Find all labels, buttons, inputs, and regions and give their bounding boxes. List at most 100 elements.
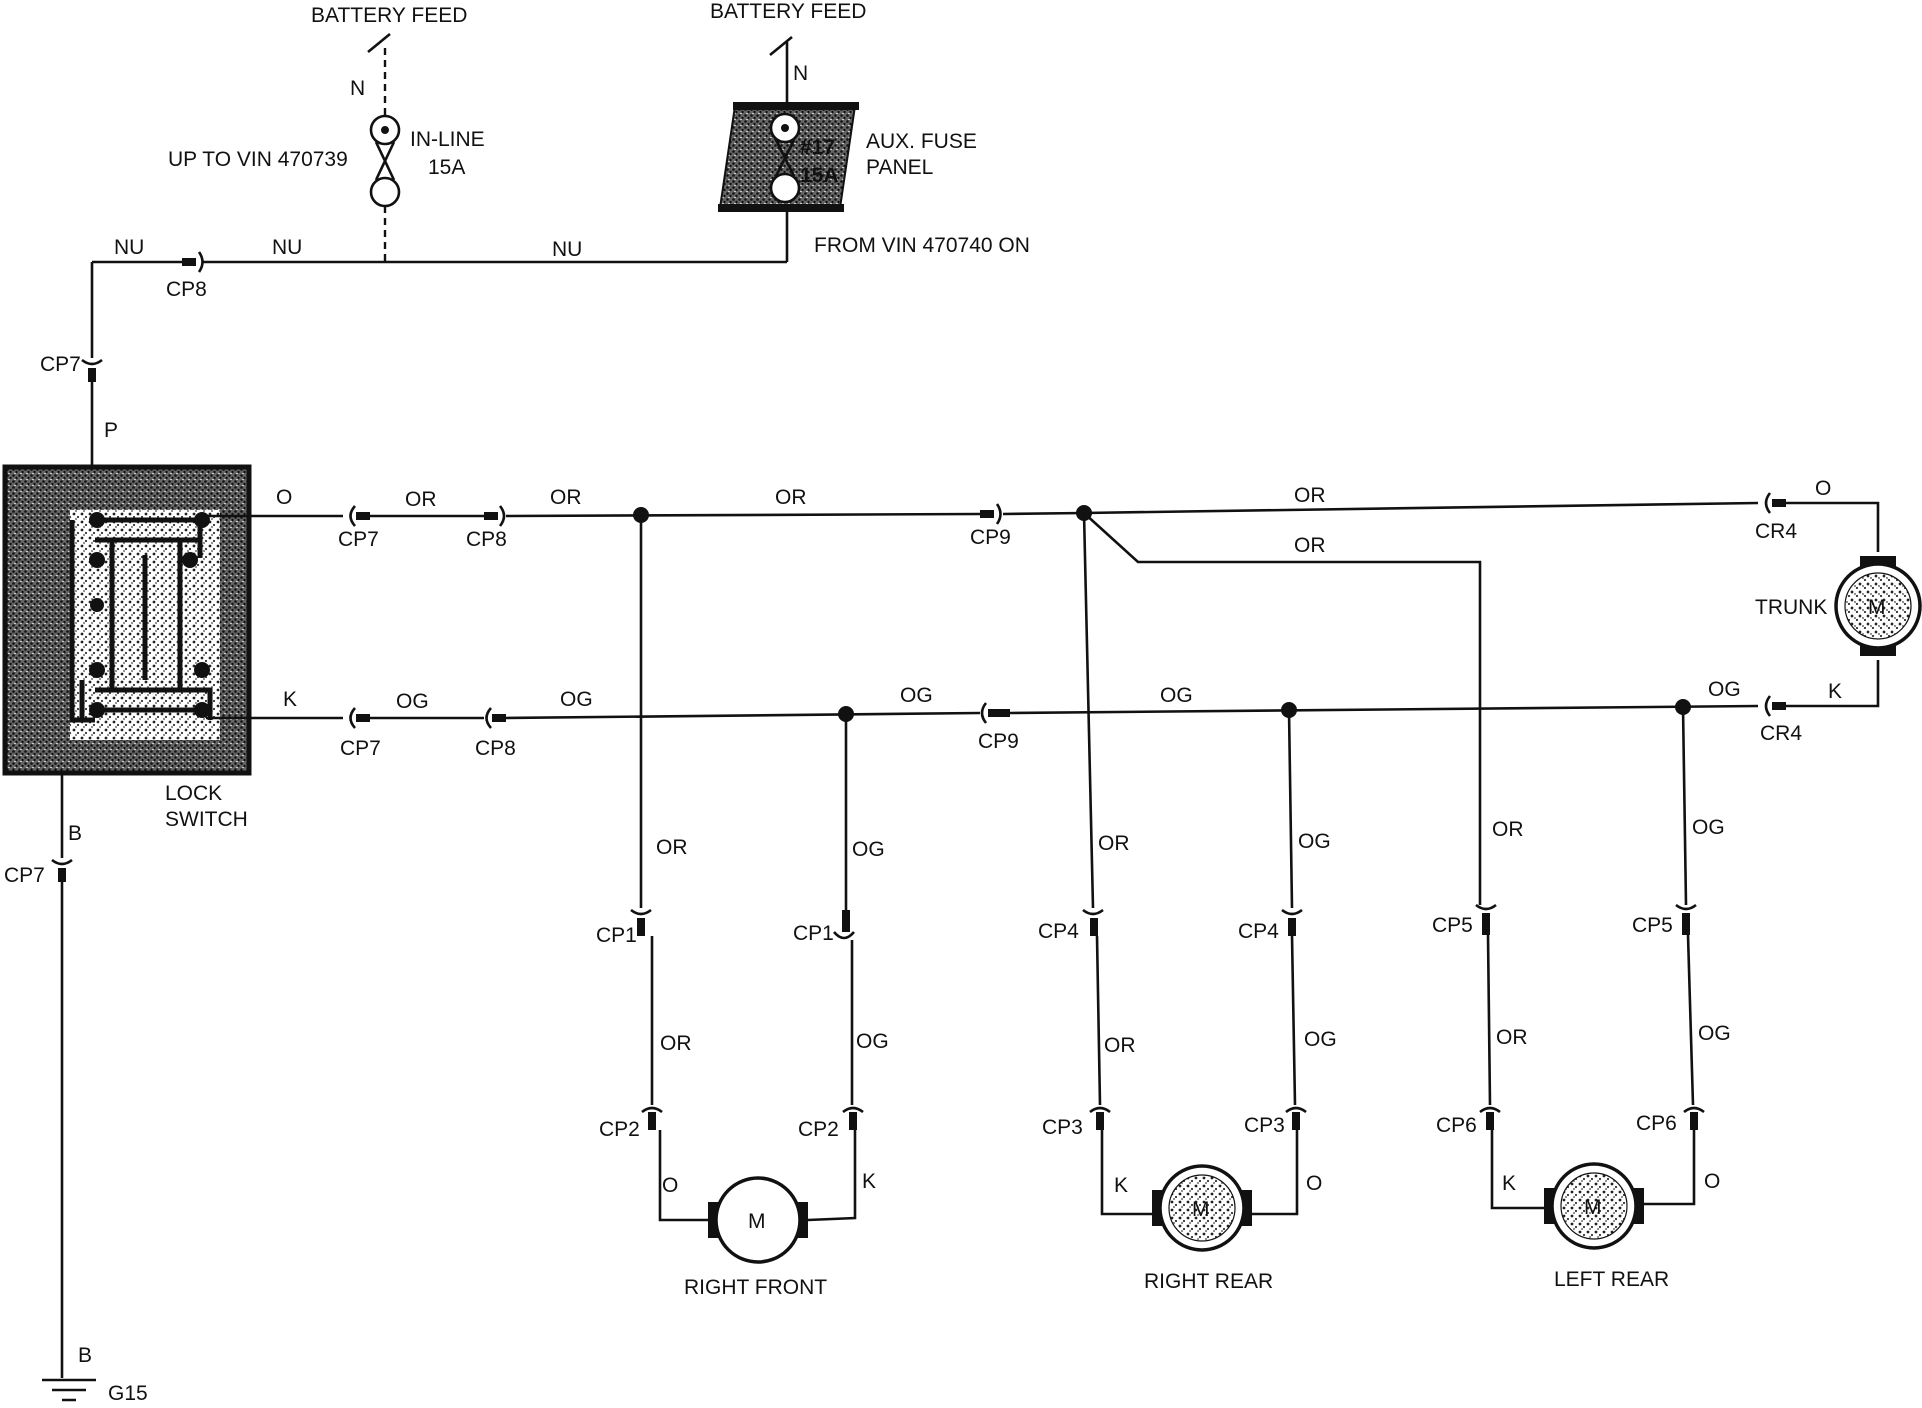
connector-cp4: CP4 — [1238, 920, 1279, 943]
left-rear-branch: OR CP5 OR CP6 K OG CP5 OG CP6 O M LEFT R… — [1432, 706, 1731, 1291]
connector-cp9: CP9 — [970, 526, 1011, 549]
wire-label-k: K — [1114, 1174, 1128, 1197]
connector-cp8-socket — [197, 251, 204, 273]
connector-cr4: CR4 — [1755, 520, 1797, 543]
connector-cp9: CP9 — [978, 730, 1019, 753]
wire-label-or: OR — [1496, 1026, 1528, 1049]
connector-cp1: CP1 — [793, 922, 834, 945]
connector-cp7: CP7 — [40, 353, 81, 376]
right-front-branch: OR CP1 OR CP2 O OG CP1 OG CP2 K M RIGHT … — [596, 515, 889, 1299]
wire-label-nu: NU — [552, 238, 582, 261]
inline-fuse-icon — [369, 114, 401, 208]
wire-label-or: OR — [1492, 818, 1524, 841]
wire-label-og: OG — [1692, 816, 1725, 839]
wire-label-or: OR — [775, 486, 807, 509]
connector-cp7-pin — [88, 368, 96, 382]
wire-label-k: K — [862, 1170, 876, 1193]
connector-cp8: CP8 — [166, 278, 207, 301]
wire-label-og: OG — [1708, 678, 1741, 701]
feed-arrow — [367, 32, 391, 54]
connector-cp4: CP4 — [1038, 920, 1079, 943]
ground-label: G15 — [108, 1382, 148, 1405]
aux-fuse-number: #17 — [800, 136, 835, 159]
wire-label-nu: NU — [272, 236, 302, 259]
connector-cp5: CP5 — [1432, 914, 1473, 937]
connector-cp3: CP3 — [1244, 1114, 1285, 1137]
wire-label-or: OR — [1098, 832, 1130, 855]
og-bus-wire: K CP7 OG CP8 OG OG CP9 OG OG K CR4 — [206, 660, 1880, 760]
aux-fuse-vin: FROM VIN 470740 ON — [814, 234, 1030, 257]
right-front-label: RIGHT FRONT — [684, 1276, 827, 1299]
wire-label-og: OG — [1298, 830, 1331, 853]
wire-label-n: N — [793, 62, 808, 85]
connector-cp6: CP6 — [1636, 1112, 1677, 1135]
battery-feed-label: BATTERY FEED — [311, 4, 467, 27]
wire-label-og: OG — [856, 1030, 889, 1053]
feed-arrow — [769, 35, 793, 57]
wire-label-or: OR — [1294, 484, 1326, 507]
wire-label-o: O — [276, 486, 292, 509]
lock-switch-label-2: SWITCH — [165, 808, 248, 831]
aux-fuse-icon — [769, 112, 801, 204]
motor-symbol: M — [1192, 1198, 1210, 1221]
connector-cr4: CR4 — [1760, 722, 1802, 745]
wire-label-or: OR — [405, 488, 437, 511]
wire-label-b: B — [68, 822, 82, 845]
wire-label-o: O — [1306, 1172, 1322, 1195]
connector-cp7: CP7 — [338, 528, 379, 551]
inline-fuse-amp: 15A — [428, 156, 465, 179]
wire-label-n: N — [350, 77, 365, 100]
connector-cp8-pin — [182, 258, 196, 266]
battery-feed-aux: BATTERY FEED N #17 15A AUX. FUSE PANEL F… — [710, 0, 1030, 262]
nu-feed-wire: NU NU NU CP8 — [92, 236, 787, 301]
wire-label-b: B — [78, 1344, 92, 1367]
wire-label-og: OG — [396, 690, 429, 713]
wire-label-k: K — [1502, 1172, 1516, 1195]
connector-cp7-pin — [58, 868, 66, 882]
motor-symbol: M — [1584, 1196, 1602, 1219]
ground-wire: B CP7 B G15 — [4, 773, 148, 1405]
right-front-motor — [708, 1176, 808, 1264]
connector-cp2: CP2 — [798, 1118, 839, 1141]
connector-cp8: CP8 — [475, 737, 516, 760]
connector-cp7-socket — [51, 858, 73, 866]
wire-label-o: O — [662, 1174, 678, 1197]
motor-symbol: M — [748, 1210, 766, 1233]
inline-fuse-vin: UP TO VIN 470739 — [168, 148, 348, 171]
connector-cp2: CP2 — [599, 1118, 640, 1141]
wire-label-p: P — [104, 419, 118, 442]
trunk-motor: M TRUNK — [1755, 554, 1922, 658]
ground-icon — [42, 1378, 96, 1402]
wire-label-og: OG — [1160, 684, 1193, 707]
aux-fuse-label: AUX. FUSE — [866, 130, 977, 153]
wire-label-k: K — [283, 688, 297, 711]
lock-switch-label: LOCK — [165, 782, 222, 805]
wire-label-k: K — [1828, 680, 1842, 703]
wire-label-or: OR — [550, 486, 582, 509]
wire-label-nu: NU — [114, 236, 144, 259]
connector-cp7: CP7 — [4, 864, 45, 887]
connector-cp3: CP3 — [1042, 1116, 1083, 1139]
connector-cp7: CP7 — [340, 737, 381, 760]
or-bus-wire: O CP7 OR CP8 OR OR CP9 OR OR O CR4 — [206, 477, 1880, 905]
connector-cp8: CP8 — [466, 528, 507, 551]
wire-label-og: OG — [1698, 1022, 1731, 1045]
motor-symbol: M — [1868, 596, 1886, 619]
wire-label-o: O — [1704, 1170, 1720, 1193]
wire-label-or: OR — [1104, 1034, 1136, 1057]
wire-label-or: OR — [1294, 534, 1326, 557]
wire-label-og: OG — [852, 838, 885, 861]
lock-switch — [2, 464, 252, 776]
aux-fuse-amp: 15A — [800, 164, 839, 187]
wire-label-o: O — [1815, 477, 1831, 500]
left-rear-label: LEFT REAR — [1554, 1268, 1669, 1291]
connector-cp6: CP6 — [1436, 1114, 1477, 1137]
right-rear-branch: OR CP4 OR CP3 K OG CP4 OG CP3 O M RIGHT … — [1038, 512, 1337, 1293]
battery-feed-label: BATTERY FEED — [710, 0, 866, 23]
p-wire: CP7 P — [40, 262, 118, 480]
trunk-label: TRUNK — [1755, 596, 1827, 619]
wire-label-or: OR — [656, 836, 688, 859]
inline-fuse-label: IN-LINE — [410, 128, 485, 151]
wire-label-or: OR — [660, 1032, 692, 1055]
